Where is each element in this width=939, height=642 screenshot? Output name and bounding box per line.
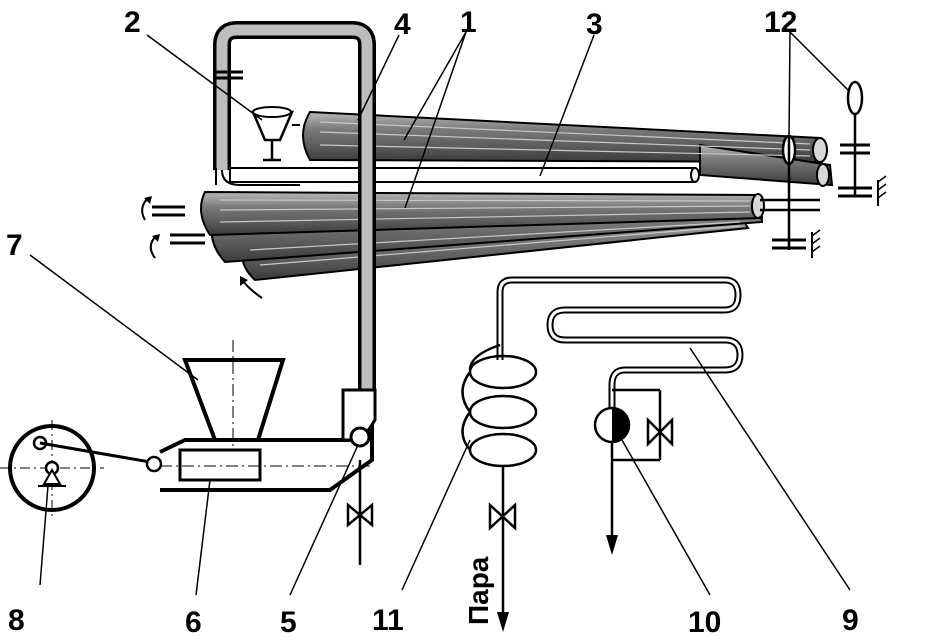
label-7: 7 [6,229,23,262]
pipe-joint [341,388,377,565]
label-6: 6 [185,606,202,639]
condensate-trap [593,388,674,555]
rotation-arrow-icon [241,279,263,299]
label-10: 10 [688,606,721,639]
rotation-arrow-icon [141,197,149,221]
leader-lines [29,31,851,596]
feeder [159,419,374,492]
tube-front [200,190,764,237]
steam-label: Пара [463,556,494,625]
crank-drive [0,420,163,516]
bypass-valve-icon [646,416,674,448]
arrow-down-icon [606,535,618,555]
valve-icon [346,502,374,528]
label-5: 5 [280,606,297,639]
axial-pipe [229,167,700,183]
small-funnel [251,106,300,162]
label-9: 9 [842,604,859,637]
serpentine-coil [496,276,744,420]
arrow-down-icon [497,612,509,632]
label-12: 12 [764,6,797,39]
rotation-arrow-icon [149,235,157,259]
feed-pipe [213,21,376,390]
rotating-tube-bundle [200,110,834,282]
joint-circle [349,426,371,448]
label-8: 8 [8,604,25,637]
label-1: 1 [460,6,477,39]
left-drive-marks [141,196,263,299]
drive-gears [760,80,887,258]
label-4: 4 [394,8,411,41]
label-3: 3 [586,8,603,41]
steam-coil [461,343,538,632]
label-11: 11 [372,604,404,637]
steam-valve-icon [488,502,517,531]
label-2: 2 [124,6,141,39]
